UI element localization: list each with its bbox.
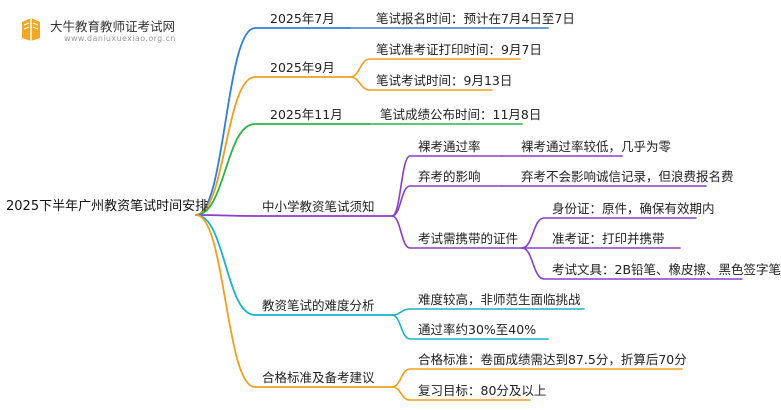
mind-map-connectors — [195, 27, 743, 401]
leaf-admission-ticket: 准考证：打印并携带 — [552, 231, 665, 246]
leaf-difficulty-level: 难度较高，非师范生面临挑战 — [418, 292, 581, 307]
leaf-connector-sep-1 — [349, 58, 521, 78]
sub-connector-absence — [391, 185, 503, 217]
leaf-registration: 笔试报名时间：预计在7月4日至7日 — [376, 11, 575, 26]
leaf-review-target: 复习目标：80分及以上 — [418, 383, 547, 398]
logo-title: 大牛教育教师证考试网 — [50, 19, 176, 34]
site-logo: 大牛教育教师证考试网 www.daniuxuexiao.org.cn — [6, 10, 226, 50]
sub-connector-docs — [391, 215, 523, 249]
sub-absence-impact: 弃考的影响 — [418, 169, 481, 184]
leaf-passing-standard: 合格标准：卷面成绩需达到87.5分，折算后70分 — [418, 352, 687, 367]
sub-pass-rate: 裸考通过率 — [418, 139, 481, 154]
book-icon — [22, 18, 40, 41]
leaf-connector-stationery — [521, 247, 743, 280]
branch-november: 2025年11月 — [270, 107, 343, 122]
logo-url: www.daniuxuexiao.org.cn — [64, 34, 176, 43]
branch-connector-2 — [195, 123, 371, 216]
branch-exam-notes: 中小学教资笔试须知 — [262, 199, 375, 214]
branch-connector-4 — [195, 214, 393, 316]
leaf-connector-percentage — [391, 314, 549, 340]
leaf-id-card: 身份证：原件，确保有效期内 — [552, 201, 715, 216]
branch-connector-1 — [195, 76, 351, 216]
branch-connector-3 — [195, 214, 393, 217]
mind-map: 大牛教育教师证考试网 www.daniuxuexiao.org.cn 2025下… — [6, 10, 781, 401]
leaf-connector-difficulty — [391, 308, 585, 316]
branch-july: 2025年7月 — [270, 11, 335, 26]
leaf-results: 笔试成绩公布时间：11月8日 — [380, 107, 542, 122]
branch-difficulty: 教资笔试的难度分析 — [262, 298, 375, 313]
leaf-pass-percentage: 通过率约30%至40% — [418, 322, 537, 337]
branch-standards: 合格标准及备考建议 — [262, 370, 375, 385]
leaf-connector-sep-2 — [349, 76, 493, 91]
sub-required-docs: 考试需携带的证件 — [418, 231, 519, 246]
leaf-connector-target — [391, 386, 531, 401]
root-node: 2025下半年广州教资笔试时间安排 — [6, 199, 209, 214]
leaf-stationery: 考试文具：2B铅笔、橡皮擦、黑色签字笔 — [552, 262, 781, 277]
leaf-admission-print: 笔试准考证打印时间：9月7日 — [376, 42, 542, 57]
leaf-absence-detail: 弃考不会影响诚信记录，但浪费报名费 — [521, 169, 734, 184]
leaf-pass-rate-detail: 裸考通过率较低，几乎为零 — [521, 139, 672, 154]
leaf-connector-id — [521, 217, 697, 249]
branch-september: 2025年9月 — [270, 60, 335, 75]
branch-connector-5 — [195, 214, 393, 388]
leaf-connector-standard — [391, 368, 683, 388]
leaf-exam-date: 笔试考试时间：9月13日 — [376, 73, 513, 88]
branch-connector-0 — [195, 27, 351, 216]
